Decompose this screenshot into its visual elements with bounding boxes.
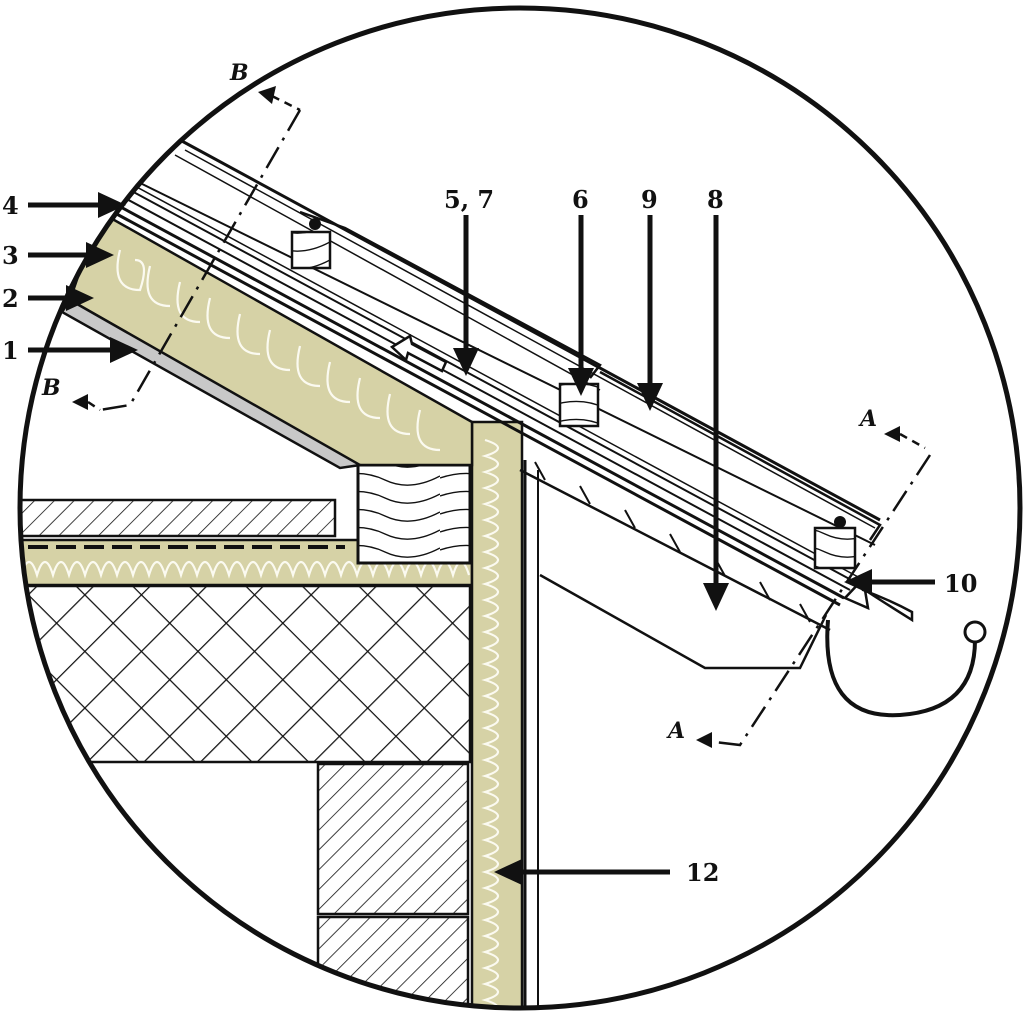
wall-block-upper (316, 762, 470, 916)
vapour-membrane (60, 298, 364, 470)
section-b-top: B (229, 60, 249, 86)
section-a-top: A (858, 406, 877, 432)
section-line-b (99, 109, 302, 412)
wall-insulation (470, 420, 524, 1008)
roof-tiles (129, 138, 882, 546)
wall-block-lower (316, 915, 470, 1008)
section-arrow-stems (87, 94, 926, 450)
section-content (20, 109, 987, 1008)
eaves-soffit (539, 573, 828, 670)
label-1: 1 (2, 336, 19, 365)
label-12: 12 (686, 858, 719, 887)
roof-deck-layers (99, 177, 861, 607)
section-line-a (714, 454, 932, 747)
ceiling-board (20, 498, 337, 538)
detail-circle-frame (17, 5, 1023, 1011)
label-4: 4 (2, 191, 19, 220)
label-2: 2 (2, 284, 19, 313)
battens-strip (519, 461, 831, 632)
masonry-wall (20, 584, 472, 764)
section-b-bottom: B (41, 375, 61, 401)
wall-plate-timber (356, 463, 472, 565)
airflow-arrow-ridge (389, 334, 448, 373)
label-6: 6 (572, 185, 589, 214)
section-arrows (72, 86, 900, 748)
leader-arrows (28, 192, 935, 885)
label-3: 3 (2, 241, 19, 270)
label-5-7: 5, 7 (444, 185, 494, 214)
tile-battens (290, 218, 857, 570)
label-8: 8 (707, 185, 724, 214)
gutter-bead (963, 620, 987, 644)
gutter (825, 619, 977, 718)
section-a-bottom: A (666, 718, 685, 744)
label-9: 9 (641, 185, 658, 214)
label-10: 10 (944, 569, 977, 598)
